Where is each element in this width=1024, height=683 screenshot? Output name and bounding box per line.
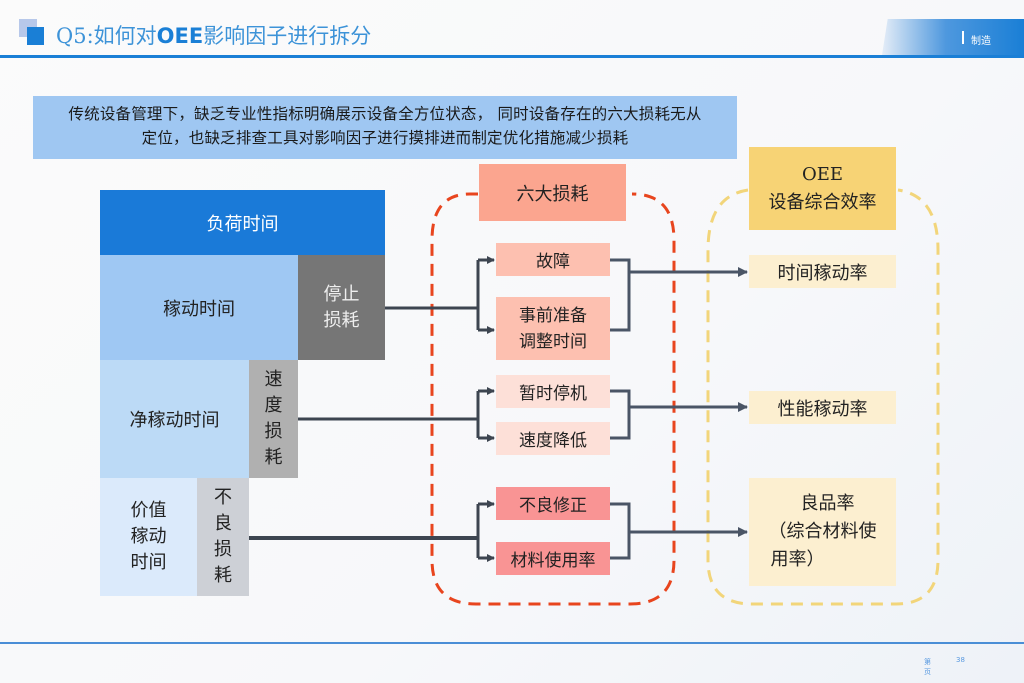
section-tag	[882, 19, 1024, 55]
loss-defect-rework: 不良修正	[496, 487, 610, 520]
rate-label-line: 良品率	[800, 493, 855, 514]
net-operating-time-label: 净稼动时间	[129, 410, 220, 431]
stop-loss-line: 损耗	[323, 309, 360, 331]
load-time-label: 负荷时间	[206, 213, 279, 235]
page-label-bottom: 页	[924, 668, 931, 676]
defect-loss-char: 良	[214, 513, 232, 534]
value-time-line: 时间	[130, 552, 167, 573]
loss-label-line: 调整时间	[519, 331, 587, 352]
speed-loss-char: 速	[264, 369, 283, 390]
loss-label: 故障	[536, 252, 570, 272]
title-suffix: 影响因子进行拆分	[203, 24, 372, 48]
merge-performance	[610, 389, 631, 440]
title-prefix: Q5:如何对	[56, 24, 157, 48]
value-time-line: 稼动	[130, 526, 167, 547]
speed-loss-char: 耗	[264, 447, 283, 468]
rate-label-line: 用率）	[770, 549, 825, 570]
six-losses-title: 六大损耗	[516, 183, 589, 205]
loss-setup-adjustment: 事前准备 调整时间	[496, 297, 610, 360]
merge-availability	[610, 258, 631, 332]
rate-label: 时间稼动率	[777, 262, 868, 284]
speed-loss-char: 度	[264, 395, 283, 416]
rate-label-line: （综合材料使	[768, 521, 877, 542]
six-losses-header: 六大损耗	[479, 164, 626, 221]
oee-title-abbr: OEE	[801, 163, 844, 185]
loss-material-usage: 材料使用率	[496, 542, 610, 575]
operating-time-label: 稼动时间	[163, 298, 235, 320]
defect-loss-char: 损	[214, 539, 232, 560]
logo-square-front	[27, 27, 44, 45]
rate-performance: 性能稼动率	[749, 391, 896, 424]
load-time-block: 负荷时间	[100, 190, 385, 255]
loss-label-line: 事前准备	[519, 305, 587, 326]
tag-bar-icon	[962, 31, 964, 44]
loss-label: 不良修正	[519, 496, 587, 516]
banner-line-1: 传统设备管理下，缺乏专业性指标明确展示设备全方位状态， 同时设备存在的六大损耗无…	[68, 105, 702, 123]
page-number: 38	[956, 656, 965, 664]
loss-label: 暂时停机	[519, 384, 587, 404]
rate-availability: 时间稼动率	[749, 255, 896, 288]
section-tag-label: 制造	[971, 36, 991, 47]
banner-line-2: 定位，也缺乏排查工具对影响因子进行摸排进而制定优化措施减少损耗	[141, 129, 629, 147]
value-operating-time-block: 价值 稼动 时间	[100, 478, 197, 596]
loss-breakdown: 故障	[496, 243, 610, 276]
speed-loss-char: 损	[264, 421, 283, 442]
defect-loss-char: 不	[214, 487, 232, 508]
rate-label: 性能稼动率	[777, 398, 868, 420]
loss-speed-reduction: 速度降低	[496, 422, 610, 455]
problem-statement-banner: 传统设备管理下，缺乏专业性指标明确展示设备全方位状态， 同时设备存在的六大损耗无…	[33, 96, 737, 159]
net-operating-time-block: 净稼动时间	[100, 360, 249, 478]
defect-loss-block: 不 良 损 耗	[197, 478, 249, 596]
loss-minor-stop: 暂时停机	[496, 375, 610, 408]
defect-loss-char: 耗	[214, 565, 232, 586]
oee-header: OEE 设备综合效率	[749, 147, 896, 230]
header-divider	[0, 55, 1024, 58]
loss-label: 材料使用率	[510, 551, 596, 571]
merge-quality	[610, 502, 631, 560]
stop-loss-line: 停止	[323, 283, 360, 305]
footer-divider	[0, 642, 1024, 644]
oee-dashed-border	[706, 188, 940, 606]
page-title: Q5:如何对OEE影响因子进行拆分	[56, 20, 371, 50]
rate-quality: 良品率 （综合材料使 用率）	[749, 478, 896, 586]
page-label: 第 页	[924, 657, 932, 677]
title-bold: OEE	[156, 24, 204, 48]
loss-label: 速度降低	[519, 431, 587, 451]
six-losses-dashed-border	[430, 192, 676, 606]
operating-time-block: 稼动时间	[100, 255, 298, 360]
oee-title-full: 设备综合效率	[768, 191, 877, 213]
stop-loss-block: 停止 损耗	[298, 255, 385, 360]
page-label-top: 第	[924, 658, 931, 666]
speed-loss-block: 速 度 损 耗	[249, 360, 298, 478]
value-time-line: 价值	[130, 500, 167, 521]
